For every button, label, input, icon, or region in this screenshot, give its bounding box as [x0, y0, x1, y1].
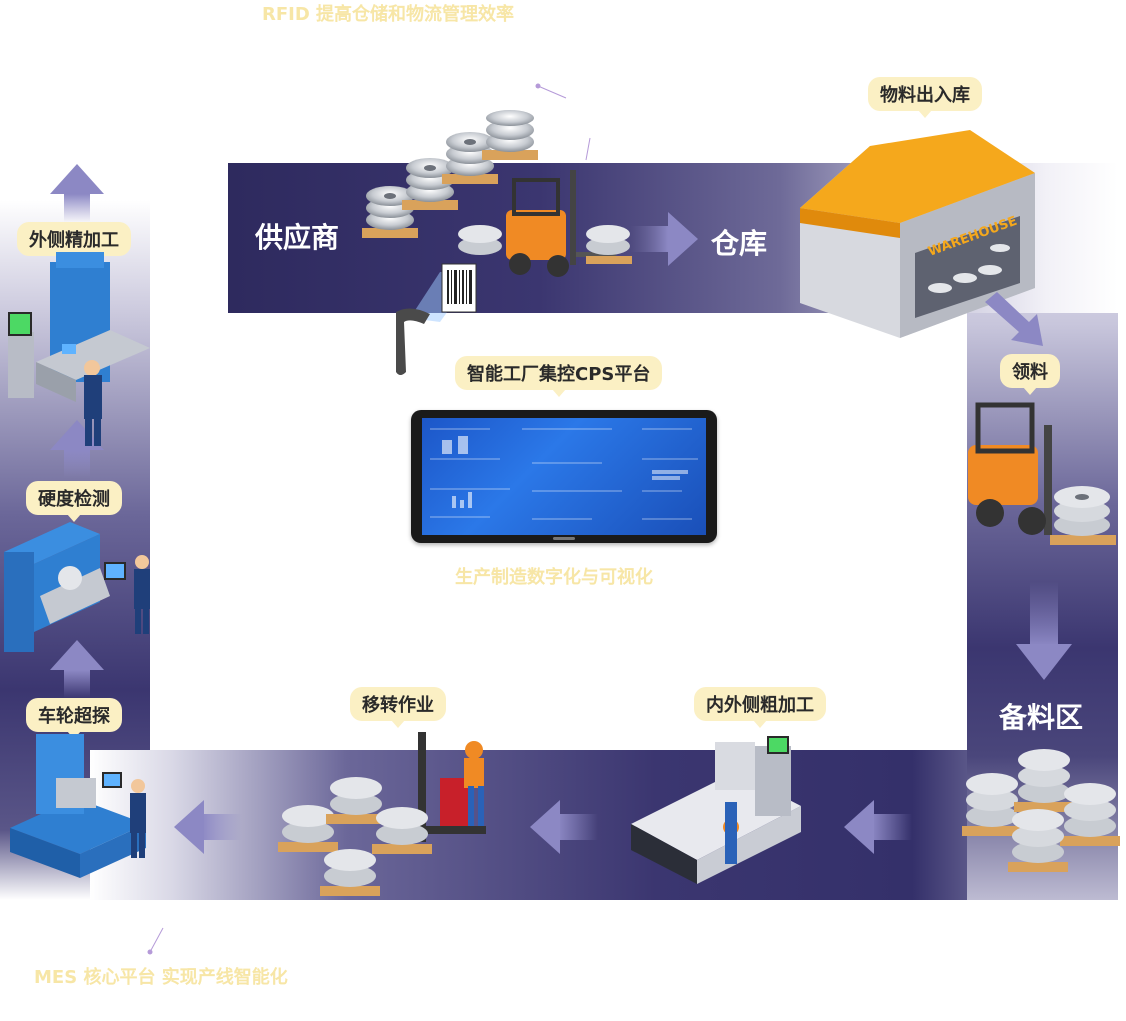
label-finish-machining: 外侧精加工	[17, 222, 131, 263]
arrow-down-icon	[1016, 582, 1072, 680]
top-caption: RFID 提高仓储和物流管理效率	[262, 4, 515, 25]
node-warehouse: 仓库	[711, 227, 768, 260]
wheel-stacks-supplier	[362, 110, 538, 238]
bottom-caption: MES 核心平台 实现产线智能化	[34, 967, 288, 988]
barcode-scanner-icon	[396, 263, 477, 375]
arrow-up-icon	[50, 164, 104, 222]
hardness-machine-icon	[4, 522, 150, 652]
finish-machining-icon	[8, 252, 150, 446]
monitor-home-button	[553, 537, 575, 540]
label-ultrasonic: 车轮超探	[26, 698, 122, 739]
label-cps-platform: 智能工厂集控CPS平台	[455, 356, 663, 397]
warehouse-building-icon: WAREHOUSE	[800, 130, 1035, 338]
dashboard-monitor	[411, 410, 717, 543]
lathe-machine-icon	[631, 736, 801, 884]
label-pick: 领料	[1000, 354, 1060, 395]
label-material-io: 物料出入库	[868, 77, 982, 118]
label-hardness: 硬度检测	[26, 481, 122, 522]
arrow-diagonal-icon	[985, 292, 1043, 346]
ultrasonic-machine-icon	[10, 734, 146, 878]
center-caption: 生产制造数字化与可视化	[455, 567, 653, 588]
label-rough-machining: 内外侧粗加工	[694, 687, 826, 728]
node-supplier: 供应商	[255, 221, 340, 254]
forklift-top-icon	[458, 170, 632, 277]
pallet-jack-icon	[278, 732, 486, 896]
arrow-left-icon	[530, 800, 598, 854]
arrow-left-icon	[174, 800, 242, 854]
arrow-left-icon	[844, 800, 912, 854]
dashboard-screen	[422, 418, 706, 535]
wheel-stacks-staging	[962, 749, 1120, 872]
arrow-right-icon	[630, 212, 698, 266]
arrow-up-icon	[50, 640, 104, 698]
label-transfer: 移转作业	[350, 687, 446, 728]
flow-band-bottom	[90, 750, 1118, 900]
node-staging: 备料区	[999, 701, 1084, 734]
forklift-right-icon	[968, 402, 1116, 545]
